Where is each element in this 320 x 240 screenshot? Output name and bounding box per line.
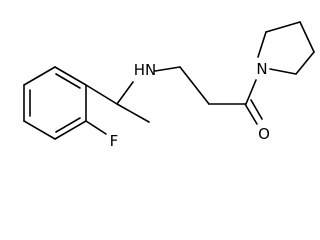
carbonyl-oxygen-label: O: [258, 125, 270, 143]
pyrrolidine-bond-2: [265, 21, 301, 33]
chemical-structure-diagram: F HN N O: [23, 21, 315, 150]
pyrrolidine-bond-1: [257, 31, 267, 58]
pyrrolidine-bond-5: [269, 68, 297, 75]
carbonyl-double-bond-a: [244, 103, 258, 125]
ring-bond-6: [23, 66, 56, 86]
nh-ch2-bond: [154, 66, 181, 72]
amide-nitrogen-label: N: [256, 60, 267, 78]
pyrrolidine-bond-4: [295, 51, 315, 75]
ch2-ch2-bond: [179, 66, 210, 105]
fluorine-label: F: [110, 132, 119, 150]
amine-label: HN: [134, 61, 157, 79]
aryl-ch-bond: [85, 84, 118, 105]
pyrrolidine-ring: [257, 21, 315, 75]
carbonyl-nitrogen-bond: [245, 79, 257, 105]
ch-nh-bond: [116, 81, 134, 105]
carbonyl-double-bond-b: [250, 99, 263, 120]
methyl-bond: [116, 103, 150, 123]
carbon-fluorine-bond: [85, 120, 107, 135]
pyrrolidine-bond-3: [299, 21, 315, 53]
ring-double-bond-1: [55, 73, 81, 89]
ring-bond-4: [23, 120, 56, 140]
benzene-ring: [23, 66, 87, 140]
ring-bond-1: [54, 66, 87, 86]
ring-bond-3: [54, 120, 87, 140]
ring-double-bond-2: [55, 117, 81, 133]
